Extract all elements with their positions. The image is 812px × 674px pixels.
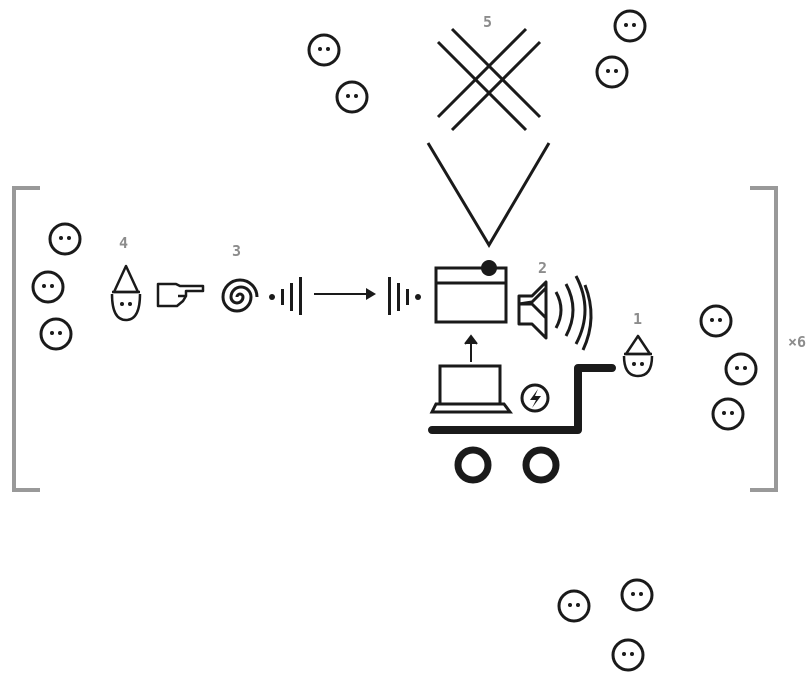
crowd-top-right [595, 9, 647, 89]
spiral-icon [221, 278, 259, 313]
smiley-face-icon [39, 317, 73, 351]
up-arrow-icon [464, 334, 478, 362]
smiley-face-icon [711, 397, 745, 431]
pointing-hand-icon [156, 282, 205, 308]
step-label-2: 2 [538, 259, 547, 277]
crowd-bottom [557, 578, 654, 672]
smiley-face-icon [724, 352, 758, 386]
smiley-face-icon [307, 33, 341, 67]
smiley-face-icon [699, 304, 733, 338]
sound-waves-icon-right [388, 277, 421, 315]
crowd-left [31, 222, 82, 351]
wizard-person-icon-1 [622, 334, 654, 378]
right-bracket [750, 186, 778, 492]
step-label-1: 1 [633, 310, 642, 328]
device-screen-icon [434, 260, 508, 324]
multiplier-label: ×6 [788, 333, 806, 351]
left-bracket [12, 186, 40, 492]
smiley-face-icon [48, 222, 82, 256]
power-icon [520, 383, 550, 413]
step-label-4: 4 [119, 234, 128, 252]
wizard-person-icon-4 [110, 264, 142, 322]
crowd-top-left [307, 33, 369, 114]
speaker-icon [517, 275, 593, 351]
right-arrow-icon [314, 288, 376, 300]
smiley-face-icon [557, 589, 591, 623]
cart-icon [428, 364, 616, 484]
sound-waves-icon-left [269, 277, 302, 315]
crowd-right [699, 304, 758, 431]
step-label-5: 5 [483, 13, 492, 31]
step-label-3: 3 [232, 242, 241, 260]
laptop-icon [429, 364, 513, 414]
smiley-face-icon [335, 80, 369, 114]
projection-beam [426, 142, 551, 248]
smiley-face-icon [620, 578, 654, 612]
cross-icon [436, 27, 542, 132]
smiley-face-icon [595, 55, 629, 89]
smiley-face-icon [31, 270, 65, 304]
smiley-face-icon [611, 638, 645, 672]
smiley-face-icon [613, 9, 647, 43]
